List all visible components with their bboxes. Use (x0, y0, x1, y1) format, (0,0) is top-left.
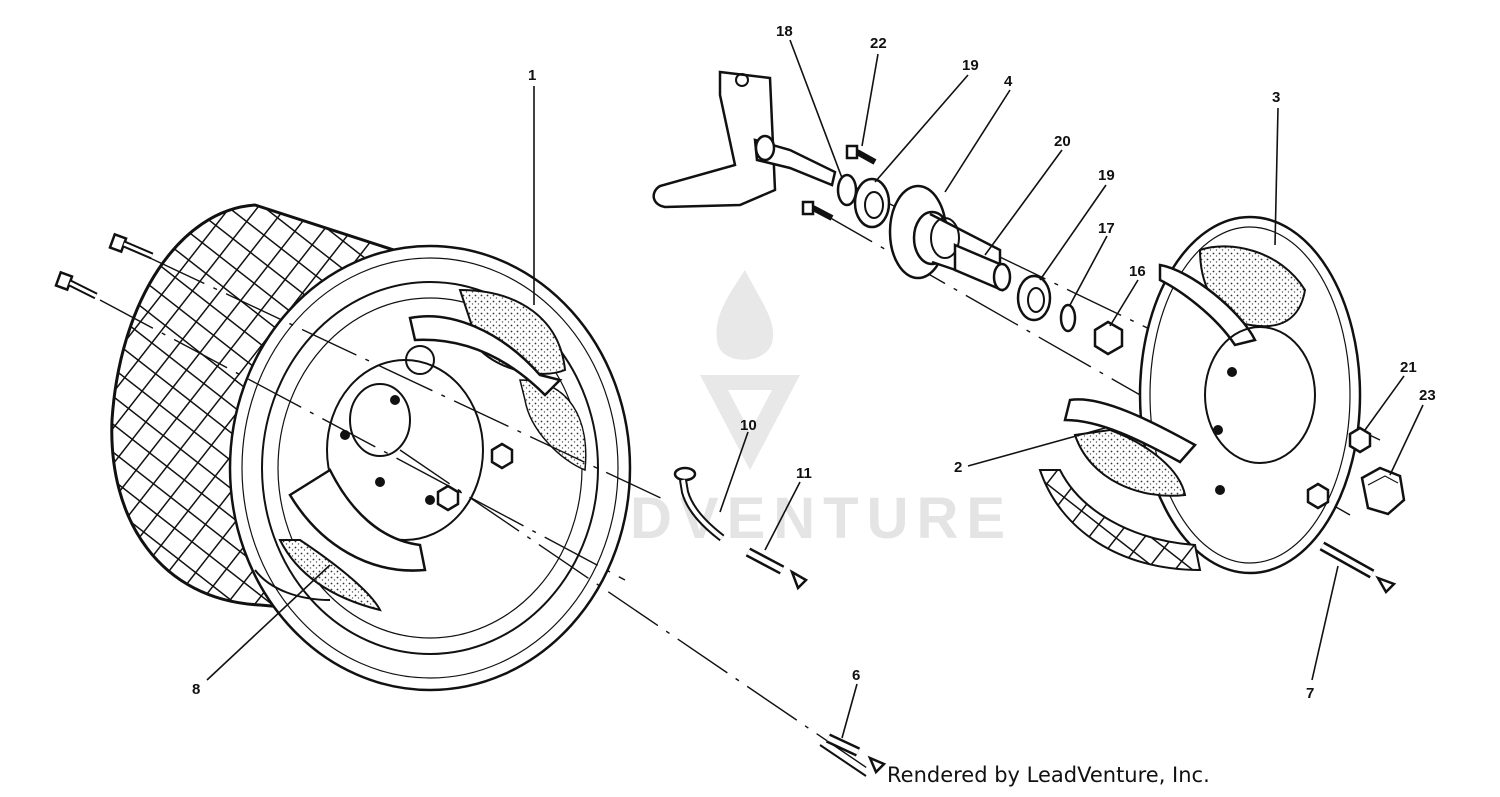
leader-23 (1389, 404, 1424, 476)
leader-6 (841, 683, 858, 739)
spacer-part-20 (953, 243, 1012, 292)
credit-footer: Rendered by LeadVenture, Inc. (887, 763, 1210, 787)
leader-7 (1311, 565, 1339, 681)
leader-3 (1274, 107, 1279, 246)
label-part-19a: 19 (962, 57, 979, 74)
leader-22 (861, 53, 879, 147)
leader-11 (764, 481, 801, 551)
valve-part-6 (819, 733, 887, 777)
leader-2 (967, 427, 1106, 467)
label-part-23: 23 (1419, 387, 1436, 404)
valve-stem-part-7 (1319, 541, 1397, 595)
nut-part-16 (1093, 320, 1124, 356)
leader-8 (206, 564, 331, 681)
lug-bolt-lower (54, 270, 98, 300)
label-part-2: 2 (954, 459, 962, 476)
washer-part-17 (1059, 303, 1077, 333)
left-wheel-assembly (110, 203, 632, 692)
label-part-6: 6 (852, 667, 860, 684)
label-part-7: 7 (1306, 685, 1314, 702)
valve-stem-part-10 (673, 466, 725, 542)
bearing-part-19-upper (853, 177, 891, 229)
label-part-10: 10 (740, 417, 757, 434)
label-part-22: 22 (870, 35, 887, 52)
leader-19b (1039, 184, 1107, 281)
spindle-bracket (652, 70, 837, 209)
watermark-logo (700, 270, 800, 470)
bearing-part-19-lower (1016, 274, 1052, 322)
leader-17 (1069, 235, 1108, 306)
leader-18 (789, 39, 843, 179)
nut-part-21 (1348, 426, 1372, 454)
valve-cap-part-11 (745, 547, 809, 591)
leader-4 (944, 89, 1011, 193)
washer-part-18 (836, 173, 858, 207)
label-part-21: 21 (1400, 359, 1417, 376)
label-part-11: 11 (796, 465, 812, 482)
label-part-8: 8 (192, 681, 200, 698)
leader-21 (1364, 375, 1405, 431)
label-part-17: 17 (1098, 220, 1115, 237)
label-part-16: 16 (1129, 263, 1146, 280)
label-part-19b: 19 (1098, 167, 1115, 184)
hub-cap-part-23 (1360, 466, 1406, 516)
label-part-4: 4 (1004, 73, 1013, 90)
leader-10 (719, 431, 749, 513)
right-wheel-assembly (1038, 215, 1362, 575)
lug-nut-right (1306, 482, 1330, 510)
bolt-part-22 (845, 144, 877, 165)
leader-19a (874, 74, 969, 183)
leader-20 (984, 149, 1063, 256)
lug-bolt-upper (108, 232, 154, 260)
label-part-18: 18 (776, 23, 793, 40)
leader-16 (1109, 279, 1139, 327)
label-part-1: 1 (528, 67, 536, 84)
label-part-20: 20 (1054, 133, 1071, 150)
bolt-lower-hub (801, 200, 834, 221)
label-part-3: 3 (1272, 89, 1280, 106)
